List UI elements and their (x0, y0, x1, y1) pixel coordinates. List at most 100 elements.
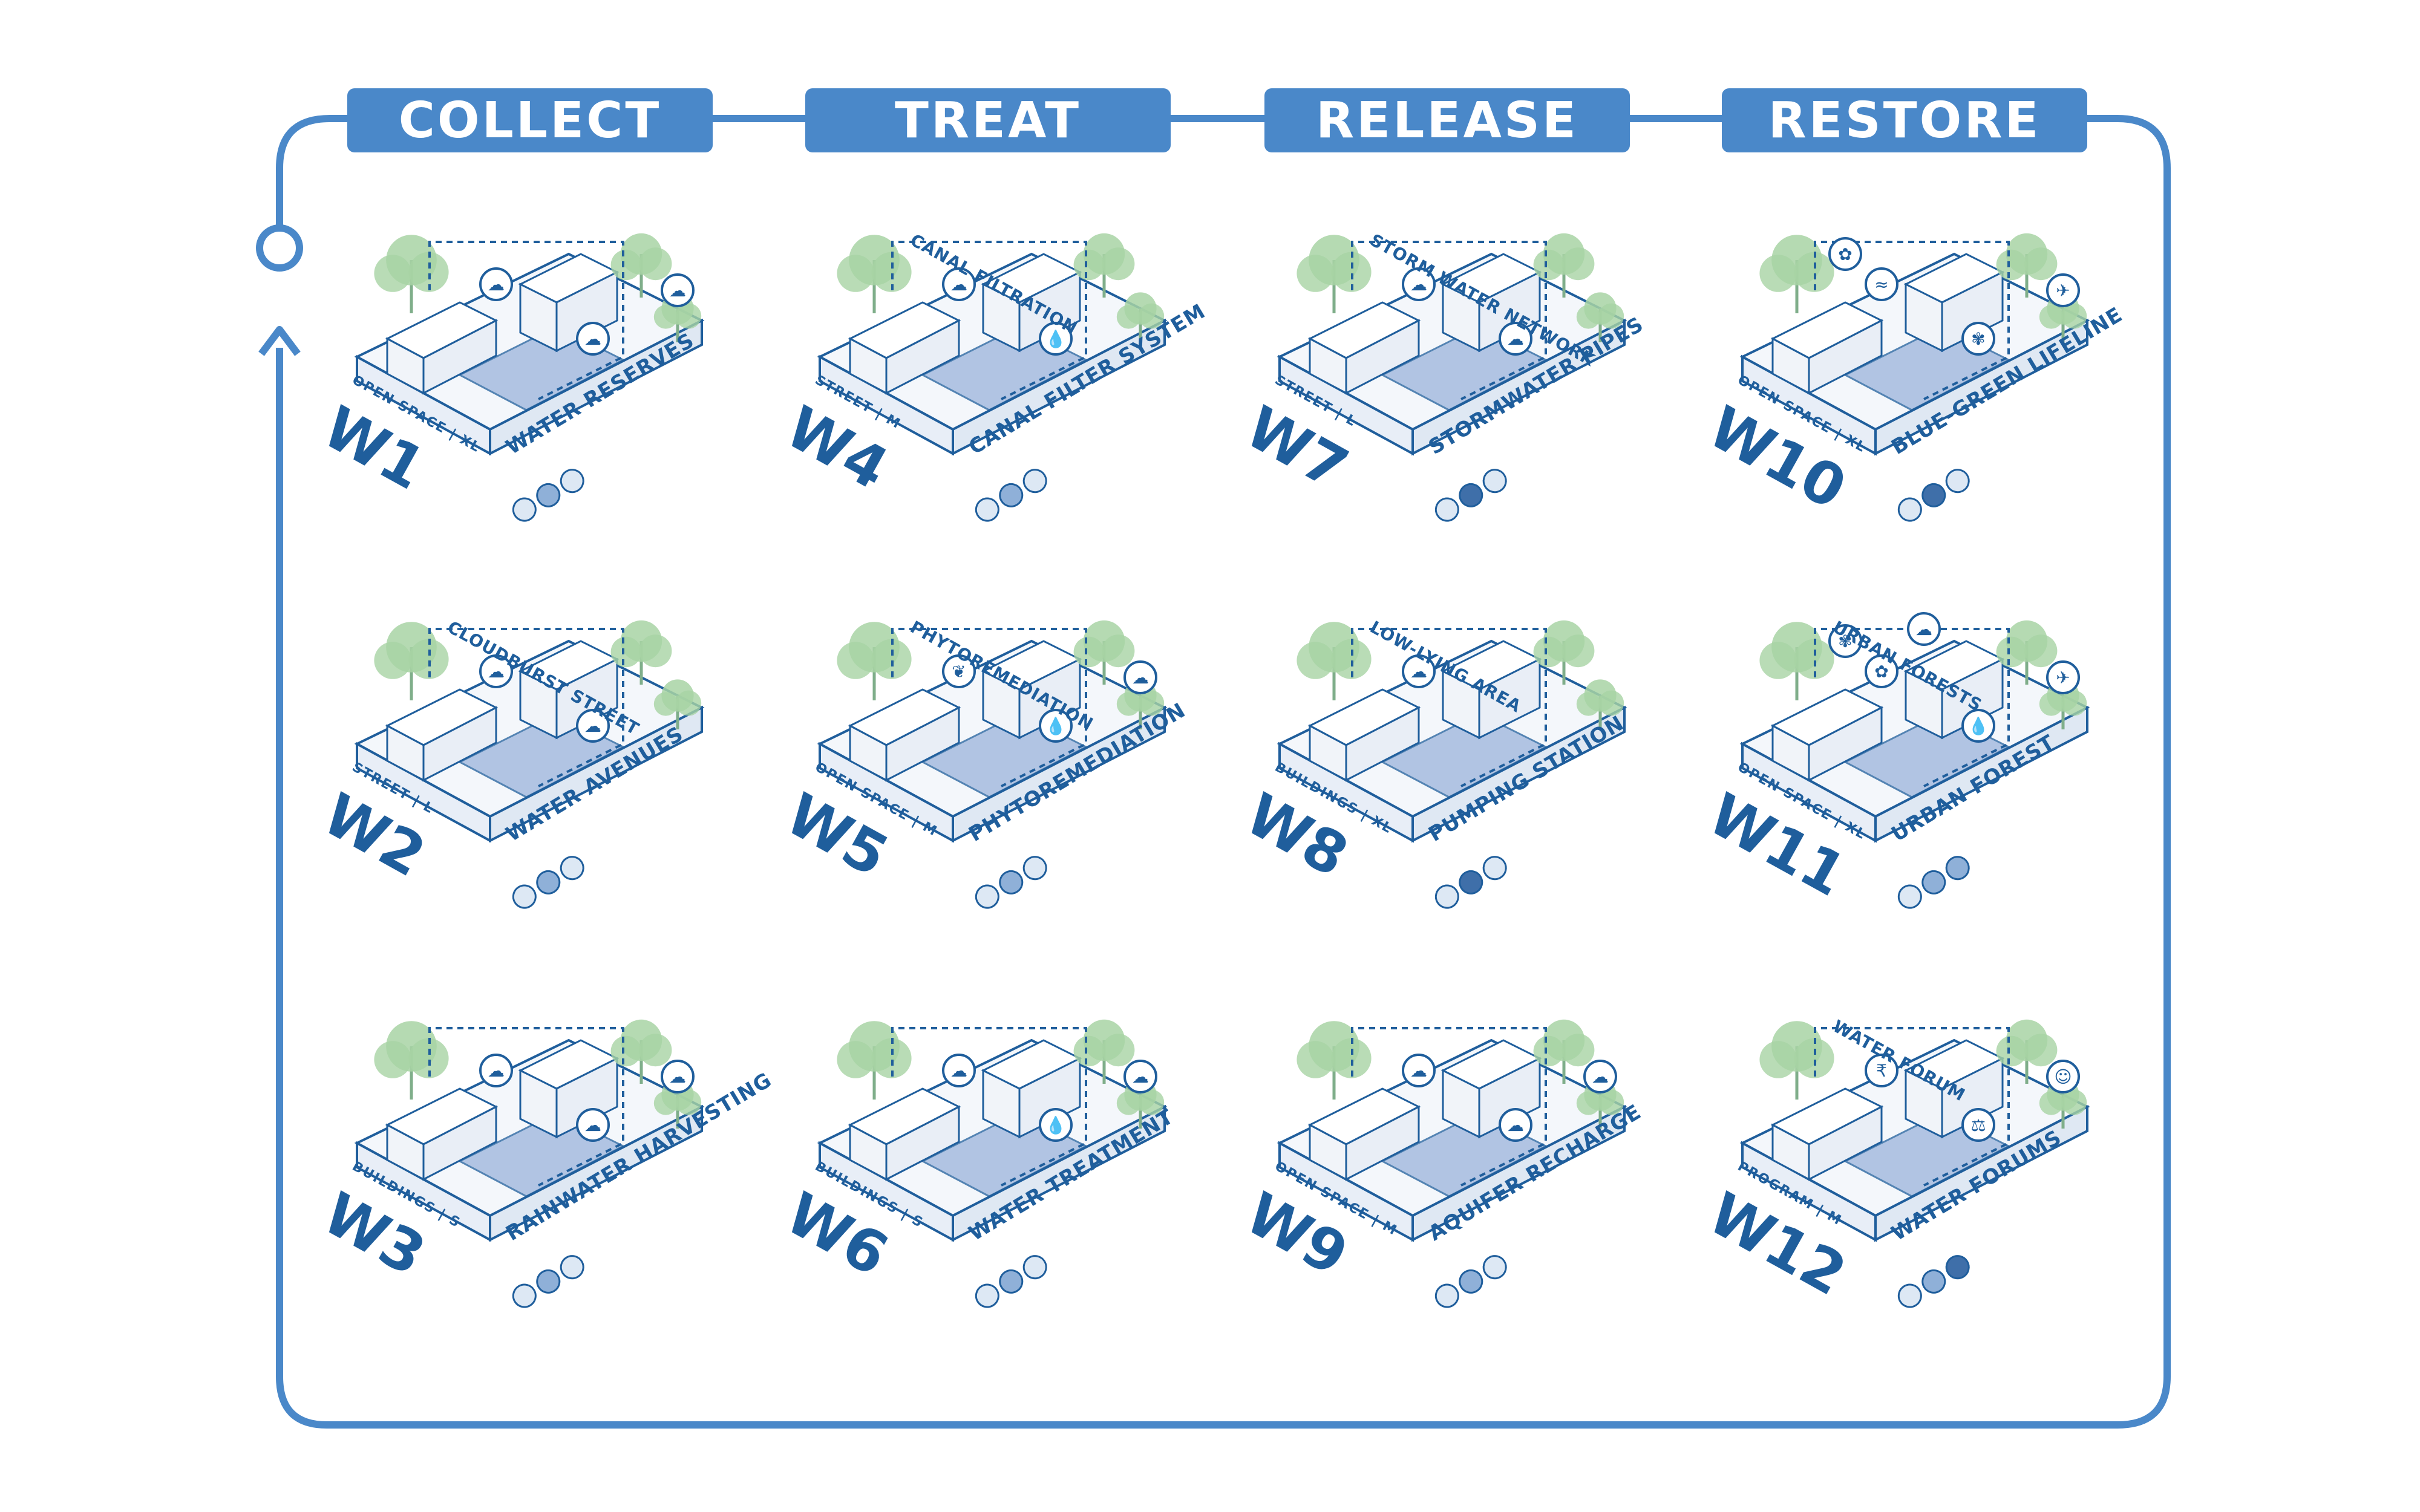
svg-text:☁: ☁ (1592, 1067, 1609, 1087)
svg-text:☁: ☁ (950, 275, 967, 295)
svg-text:☁: ☁ (669, 281, 686, 301)
svg-text:✈: ✈ (2056, 668, 2070, 688)
rain-cloud-icon: ☁ (1123, 1060, 1157, 1093)
rain-cloud-icon: ☁ (479, 654, 513, 688)
cycle-start-node-icon (256, 224, 303, 272)
tree (1073, 233, 1135, 298)
svg-text:☁: ☁ (669, 1067, 686, 1087)
rain-cloud-icon: ☁ (1402, 654, 1436, 688)
rain-cloud-icon: ☁ (661, 1060, 695, 1093)
water-drop-icon: 💧 (1961, 709, 1995, 743)
svg-text:☁: ☁ (1507, 1115, 1524, 1135)
tree (1073, 1019, 1135, 1084)
svg-text:❦: ❦ (952, 662, 966, 682)
tree (1576, 292, 1624, 342)
svg-text:💧: 💧 (1968, 716, 1989, 736)
tree (1759, 1021, 1834, 1100)
svg-text:💧: 💧 (1045, 1115, 1067, 1135)
tree (1297, 235, 1372, 313)
building-blocks (1307, 1039, 1542, 1181)
rain-cloud-icon: ☁ (479, 267, 513, 301)
tree (1116, 292, 1165, 342)
svg-text:☁: ☁ (1132, 668, 1149, 688)
svg-text:✿: ✿ (1838, 244, 1852, 264)
tree (610, 233, 672, 298)
butterfly-icon: ✾ (1961, 322, 1995, 356)
building-blocks (1307, 640, 1542, 782)
stage-header-collect: COLLECT (347, 88, 713, 152)
svg-text:⚖: ⚖ (1970, 1115, 1986, 1135)
stage-header-treat: TREAT (805, 88, 1171, 152)
isometric-block: ☁☁ (354, 620, 705, 843)
tree (1759, 235, 1834, 313)
tree (1297, 622, 1372, 700)
tree (1759, 622, 1834, 700)
isometric-block: ☁☁ (1277, 233, 1627, 456)
tree (1996, 233, 2058, 298)
building-blocks (385, 640, 620, 782)
bird-icon: ✈ (2046, 660, 2080, 694)
bird-icon: ✈ (2046, 273, 2080, 307)
isometric-block: ☁ (1277, 620, 1627, 843)
water-drop-icon: 💧 (1039, 322, 1073, 356)
svg-text:₹: ₹ (1876, 1061, 1887, 1081)
svg-text:☺: ☺ (2054, 1067, 2072, 1087)
svg-text:☁: ☁ (1132, 1067, 1149, 1087)
rupee-icon: ₹ (1865, 1054, 1898, 1087)
isometric-block: ☁ ☁ ☁ (354, 233, 705, 456)
svg-text:☁: ☁ (1410, 275, 1427, 295)
isometric-block: ₹ ⚖ ☺ (1739, 1019, 2090, 1242)
rain-cloud-icon: ☁ (1907, 612, 1941, 646)
isometric-block: ☁ ☁ ☁ (354, 1019, 705, 1242)
tree (837, 622, 912, 700)
tree (374, 235, 449, 313)
isometric-block: ☁ 💧 ☁ (817, 1019, 1168, 1242)
svg-text:✾: ✾ (1971, 329, 1985, 349)
tree (374, 1021, 449, 1100)
tree (610, 620, 672, 685)
cycle-arrow-icon (258, 326, 301, 356)
tree (610, 1019, 672, 1084)
building-blocks (1770, 640, 2005, 782)
tree (1533, 233, 1595, 298)
fish-icon: ≈ (1865, 267, 1898, 301)
tree (1533, 620, 1595, 685)
rain-cloud-icon: ☁ (576, 322, 610, 356)
tree (1576, 679, 1624, 729)
svg-text:☁: ☁ (950, 1061, 967, 1081)
building-blocks (848, 253, 1082, 395)
people-icon: ☺ (2046, 1060, 2080, 1093)
rain-cloud-icon: ☁ (1499, 322, 1532, 356)
building-blocks (848, 1039, 1082, 1181)
svg-text:💧: 💧 (1045, 329, 1067, 349)
stage-header-restore: RESTORE (1722, 88, 2087, 152)
rain-cloud-icon: ☁ (1583, 1060, 1617, 1093)
isometric-block: ❦ 💧 ☁ (817, 620, 1168, 843)
water-drop-icon: 💧 (1039, 709, 1073, 743)
scales-icon: ⚖ (1961, 1108, 1995, 1142)
tree (1996, 1019, 2058, 1084)
tree (653, 679, 702, 729)
svg-text:✈: ✈ (2056, 281, 2070, 301)
svg-text:☁: ☁ (584, 1115, 601, 1135)
svg-text:☁: ☁ (1915, 619, 1932, 639)
tree (837, 235, 912, 313)
leaf-icon: ❦ (942, 654, 976, 688)
isometric-block: ✿💧✈✾☁ (1739, 612, 2090, 843)
svg-text:☁: ☁ (488, 1061, 505, 1081)
rain-cloud-icon: ☁ (1402, 267, 1436, 301)
building-blocks (1307, 253, 1542, 395)
svg-text:💧: 💧 (1045, 716, 1067, 736)
tree (374, 622, 449, 700)
rain-cloud-icon: ☁ (1123, 660, 1157, 694)
svg-text:☁: ☁ (488, 662, 505, 682)
building-blocks (1770, 253, 2005, 395)
